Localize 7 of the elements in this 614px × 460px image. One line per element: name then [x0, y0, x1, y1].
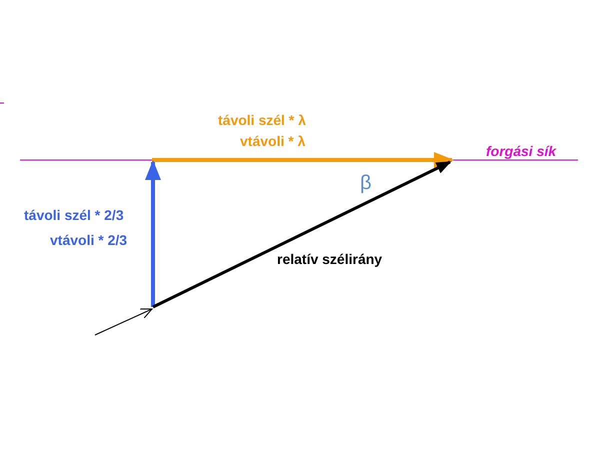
vector-label: távoli szél * λ — [218, 112, 306, 128]
plane-label: forgási sík — [486, 143, 556, 159]
vector-label: vtávoli * λ — [240, 133, 306, 149]
vector-label: relatív szélirány — [277, 251, 382, 267]
angle-label: β — [360, 172, 372, 194]
vector-label: vtávoli * 2/3 — [50, 232, 128, 248]
vector-label: távoli szél * 2/3 — [24, 207, 124, 223]
